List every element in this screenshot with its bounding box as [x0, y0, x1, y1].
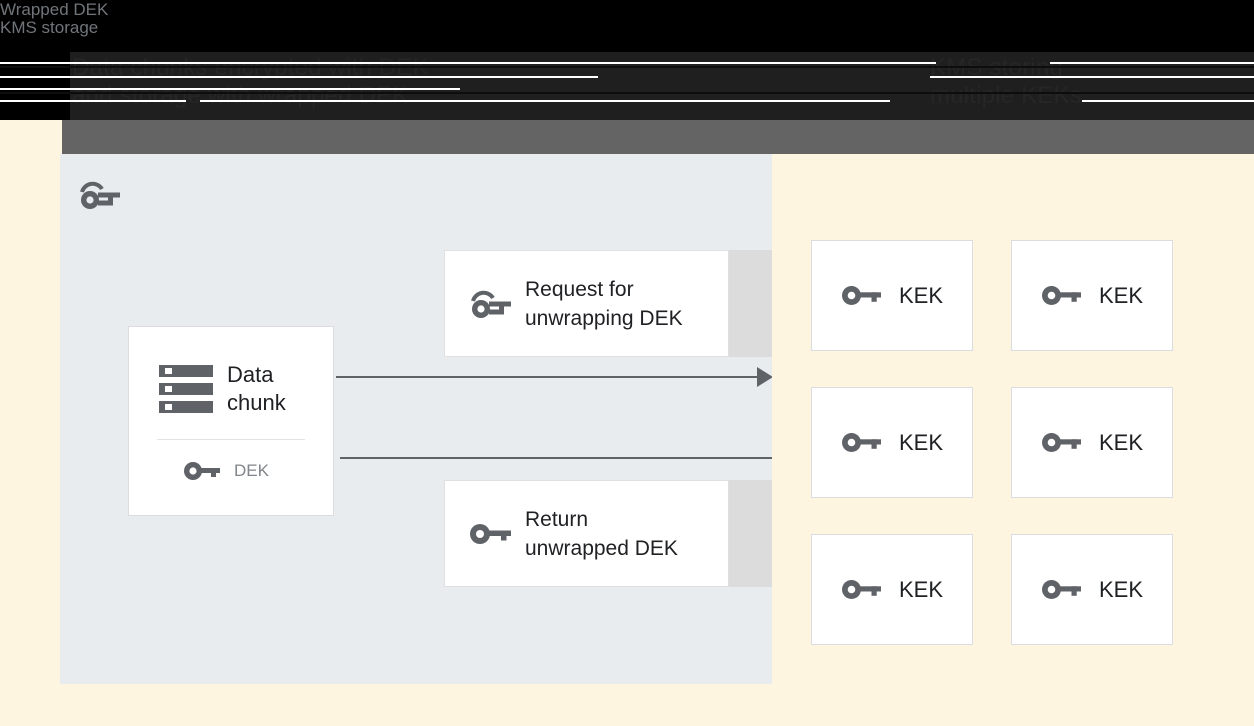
- request-unwrap-card[interactable]: Request for unwrapping DEK: [444, 250, 729, 357]
- scanline-artifact: [0, 62, 398, 64]
- kek-label: KEK: [1098, 282, 1144, 308]
- scanline-artifact: [1082, 100, 1254, 102]
- kek-label: KEK: [1098, 429, 1144, 455]
- return-arrow-line: [340, 457, 772, 459]
- scanline-artifact: [278, 88, 460, 90]
- kek-card[interactable]: KEK: [811, 534, 973, 645]
- data-chunk-label-line1: Data: [227, 361, 274, 387]
- request-unwrap-label: Request for unwrapping DEK: [525, 277, 683, 330]
- scanline-artifact: [200, 100, 890, 102]
- key-icon: [841, 283, 881, 308]
- kek-label: KEK: [898, 576, 944, 602]
- key-icon: [469, 521, 511, 547]
- scanline-artifact: [0, 88, 278, 90]
- kek-card[interactable]: KEK: [1011, 240, 1173, 351]
- kek-card[interactable]: KEK: [811, 240, 973, 351]
- scanline-artifact: [0, 100, 186, 102]
- header-gray-band: [0, 120, 1254, 154]
- header-black-band: [0, 0, 1254, 52]
- key-icon: [1041, 283, 1081, 308]
- kek-label: KEK: [898, 282, 944, 308]
- kms-storage-panel-title: KMS storage: [0, 18, 99, 37]
- header-title-right-line2: multiple KEKs: [930, 82, 1082, 109]
- kek-card[interactable]: KEK: [811, 387, 973, 498]
- scanline-artifact: [0, 92, 1254, 94]
- scanline-artifact: [396, 62, 936, 64]
- wrapped-dek-panel-title: Wrapped DEK: [0, 0, 109, 19]
- header-gray-band-left-notch: [0, 120, 62, 154]
- request-arrow-head: [757, 367, 773, 387]
- data-chunk-divider: [157, 438, 305, 440]
- data-chunk-label-line2: chunk: [227, 389, 286, 415]
- key-icon: [841, 577, 881, 602]
- request-card-shadow: [729, 250, 773, 357]
- scanline-artifact: [0, 66, 1254, 68]
- kek-card[interactable]: KEK: [1011, 534, 1173, 645]
- key-icon: [841, 430, 881, 455]
- kek-label: KEK: [898, 429, 944, 455]
- scanline-artifact: [1050, 62, 1254, 64]
- scanline-artifact: [0, 76, 598, 78]
- header-title-left-line2: and storage with wrapped DEK: [72, 82, 409, 109]
- wrapped-key-icon: [78, 180, 120, 210]
- return-unwrapped-label: Return unwrapped DEK: [525, 507, 678, 560]
- kek-card[interactable]: KEK: [1011, 387, 1173, 498]
- storage-stack-icon: [159, 363, 213, 415]
- scanline-artifact: [930, 76, 1254, 78]
- key-icon: [1041, 577, 1081, 602]
- kek-label: KEK: [1098, 576, 1144, 602]
- kek-card-grid: KEK KEK KEK KEK KEK KEK: [811, 240, 1173, 645]
- return-card-shadow: [729, 480, 773, 587]
- data-chunk-dek-row: DEK: [129, 460, 333, 482]
- request-arrow-line: [336, 376, 766, 378]
- data-chunk-dek-label: DEK: [234, 460, 269, 480]
- wrapped-key-icon: [469, 289, 511, 319]
- key-icon: [1041, 430, 1081, 455]
- return-unwrapped-card[interactable]: Return unwrapped DEK: [444, 480, 729, 587]
- key-icon: [184, 460, 220, 482]
